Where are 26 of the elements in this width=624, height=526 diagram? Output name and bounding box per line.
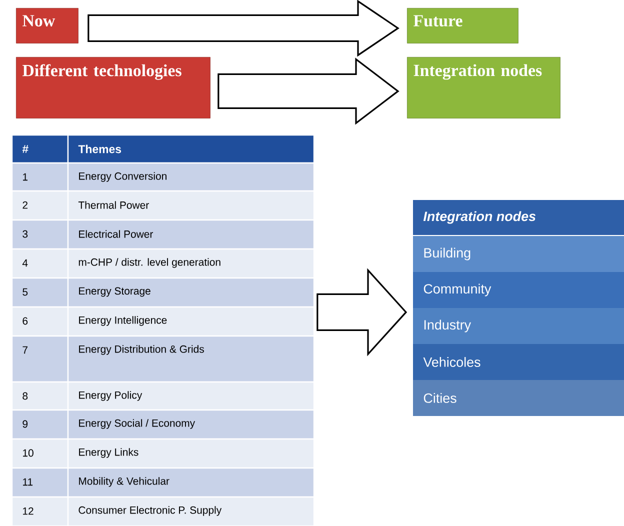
title-box: Integration nodes	[407, 57, 560, 118]
title-box: Now	[16, 8, 78, 44]
table-cell: 3	[11, 219, 69, 250]
title-box: Future	[407, 8, 518, 44]
table-cell: 7	[11, 335, 69, 383]
title-box: Different technologies	[16, 57, 210, 118]
table-cell: 12	[11, 496, 69, 526]
table-cell: 8	[11, 381, 69, 411]
table-cell: 9	[11, 409, 69, 440]
table-cell: Community	[413, 272, 624, 308]
table-cell: Vehicoles	[413, 344, 624, 380]
header-cell: Integration nodes	[413, 200, 624, 235]
table-cell: 4	[11, 248, 69, 279]
block-arrow	[218, 58, 400, 125]
table-cell: Industry	[413, 308, 624, 344]
table-cell: 2	[11, 190, 69, 221]
table-cell: 5	[11, 277, 69, 308]
table-cell: 1	[11, 162, 69, 192]
block-arrow	[88, 0, 400, 57]
header-cell: #	[11, 134, 69, 164]
table-cell: 10	[11, 438, 69, 469]
table-cell: Cities	[413, 380, 624, 416]
block-arrow	[316, 268, 408, 356]
table-cell: 6	[11, 306, 69, 337]
table-cell: 11	[11, 467, 69, 498]
table-cell: Building	[413, 236, 624, 272]
